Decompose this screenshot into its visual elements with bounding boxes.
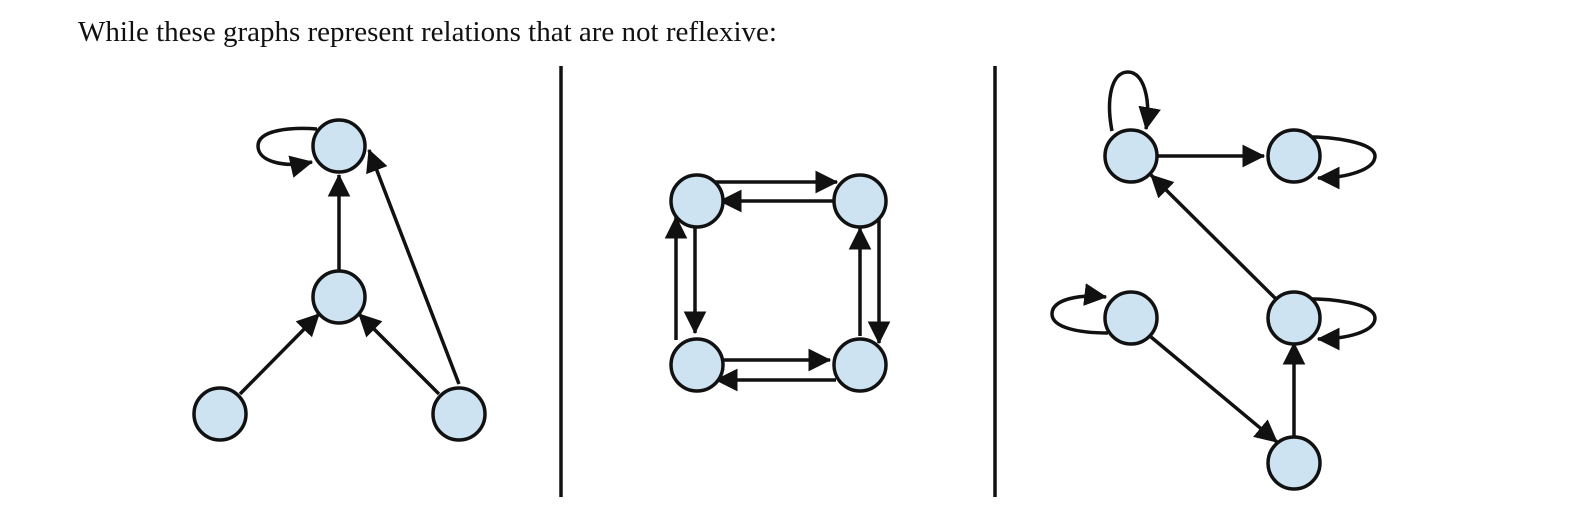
graph-1-node-bottom-left (192, 386, 248, 442)
graph-3-node-top-right (1266, 128, 1322, 184)
graph-3-node-middle-right (1266, 290, 1322, 346)
graph-2-node-bottom-left (669, 337, 725, 393)
graph-2-node-top-left (669, 173, 725, 229)
graph-2-node-bottom-right (832, 337, 888, 393)
graph-1-edge-bottomright-middle (357, 312, 441, 396)
graph-3-loop-middle-left (1050, 283, 1109, 335)
graph-3-node-top-left (1103, 128, 1159, 184)
graph-3-loop-middle-right (1299, 297, 1377, 351)
graph-3-loop-top-left (1107, 70, 1161, 132)
graph-1-edge-bottomright-top (366, 148, 461, 385)
graph-1 (192, 118, 487, 442)
graph-3 (1050, 70, 1377, 491)
graph-3-edge-mr-tl (1149, 173, 1278, 301)
graph-1-node-top (311, 118, 367, 174)
graph-2-node-top-right (832, 173, 888, 229)
graph-2 (664, 170, 891, 393)
graph-3-loop-top-right (1299, 135, 1377, 190)
graph-3-edge-ml-bottom (1149, 335, 1279, 444)
graph-1-loop-top (256, 126, 318, 178)
caption: While these graphs represent relations t… (78, 16, 777, 48)
graph-1-node-middle (311, 269, 367, 325)
graph-1-node-bottom-right (431, 386, 487, 442)
graph-1-edge-bottomleft-middle (238, 312, 321, 396)
graph-3-node-bottom (1266, 435, 1322, 491)
graph-3-node-middle-left (1103, 290, 1159, 346)
